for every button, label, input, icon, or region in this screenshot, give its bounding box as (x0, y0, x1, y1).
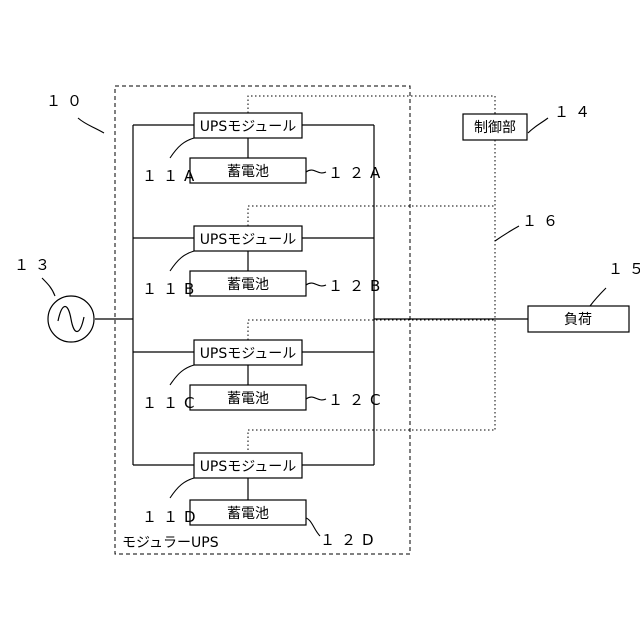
battery-d-ref: １２D (320, 531, 380, 549)
system-ref: １０ (46, 92, 88, 110)
ups-module-d-ref: １１D (142, 508, 202, 526)
ups-module-d-label: UPSモジュール (200, 459, 297, 475)
ups-module-a-label: UPSモジュール (200, 119, 297, 135)
controller-label: 制御部 (474, 120, 516, 136)
load: 負荷 (528, 306, 629, 332)
ups-module-c: UPSモジュール (194, 340, 302, 365)
ups-module-a: UPSモジュール (194, 113, 302, 138)
ups-module-b-ref: １１B (142, 280, 200, 298)
frame-label: モジュラーUPS (122, 535, 219, 551)
ups-module-d: UPSモジュール (194, 453, 302, 478)
ac-source-ref: １３ (14, 256, 56, 274)
battery-c-label: 蓄電池 (227, 391, 269, 407)
battery-d-label: 蓄電池 (227, 506, 269, 522)
load-ref: １５ (608, 260, 640, 278)
battery-c-ref: １２C (328, 391, 386, 409)
ups-module-b: UPSモジュール (194, 226, 302, 251)
signal-line-ref: １６ (522, 212, 564, 230)
ups-module-c-ref: １１C (142, 394, 200, 412)
battery-a-label: 蓄電池 (227, 164, 269, 180)
battery-c: 蓄電池 (190, 385, 306, 410)
ups-module-a-ref: １１A (142, 167, 200, 185)
controller-ref: １４ (554, 103, 596, 121)
battery-b-ref: １２B (328, 277, 386, 295)
controller: 制御部 (463, 114, 527, 140)
battery-d: 蓄電池 (190, 500, 306, 525)
load-label: 負荷 (564, 312, 592, 328)
battery-a-ref: １２A (328, 164, 386, 182)
battery-b: 蓄電池 (190, 271, 306, 296)
ups-module-b-label: UPSモジュール (200, 232, 297, 248)
battery-a: 蓄電池 (190, 158, 306, 183)
ac-source (48, 296, 94, 342)
modular-ups-frame (115, 86, 410, 554)
leader-lines (42, 118, 606, 536)
ups-module-c-label: UPSモジュール (200, 346, 297, 362)
battery-b-label: 蓄電池 (227, 277, 269, 293)
